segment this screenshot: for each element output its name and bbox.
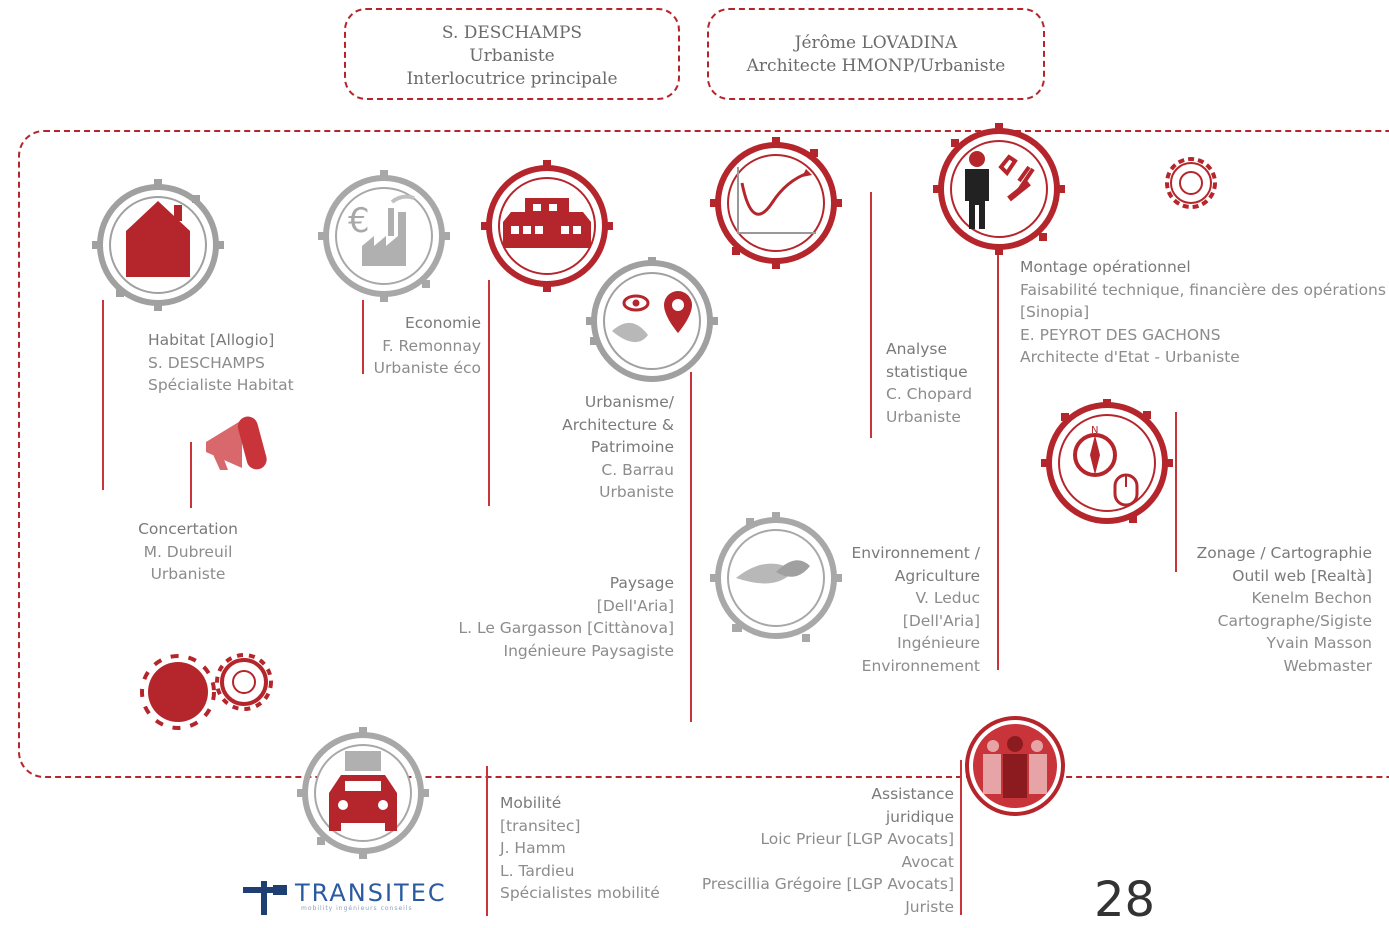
connector-line [488,280,490,506]
car-icon [297,727,429,859]
lead-name: S. DESCHAMPS [441,23,583,43]
member-analyse: Analyse statistique C. Chopard Urbaniste [886,340,973,426]
transitec-logo: TRANSITEC mobility ingénieurs conseils [243,877,488,917]
lead-note: Interlocutrice principale [406,69,618,89]
lead-box-deschamps: S. DESCHAMPS Urbaniste Interlocutrice pr… [344,8,680,100]
connector-line [960,760,962,915]
team-frame [18,130,1389,778]
lawyers-icon [965,716,1065,816]
connector-line [997,250,999,670]
gears-pair-icon [140,653,273,730]
logo-text: TRANSITEC [295,879,447,907]
lead-role: Architecte HMONP/Urbaniste [746,56,1006,76]
member-montage: Montage opérationnel Faisabilité techniq… [1020,258,1386,366]
house-icon [92,179,224,311]
member-zonage: Zonage / Cartographie Outil web [Realtà]… [1196,544,1372,675]
worker-tools-icon [933,123,1065,255]
chart-curve-icon [710,137,842,269]
gear-icon [1165,157,1217,209]
megaphone-icon [206,416,267,470]
building-icon [481,160,613,292]
member-urbanisme: Urbanisme/ Architecture & Patrimoine C. … [562,393,674,501]
logo-tagline: mobility ingénieurs conseils [301,905,413,912]
lead-box-lovadina: Jérôme LOVADINA Architecte HMONP/Urbanis… [707,8,1045,100]
connector-line [486,766,488,916]
member-habitat: Habitat [Allogio] S. DESCHAMPS Spécialis… [148,331,294,394]
connector-line [870,192,872,438]
member-mobilite: Mobilité [transitec] J. Hamm L. Tardieu … [500,794,660,902]
leaf-icon [710,512,842,642]
member-environnement: Environnement / Agriculture V. Leduc [De… [851,544,980,675]
member-paysage: Paysage [Dell'Aria] L. Le Gargasson [Cit… [458,574,674,660]
lead-name: Jérôme LOVADINA [794,33,958,53]
map-pin-eye-icon [586,257,718,382]
compass-mouse-icon: N [1041,399,1173,524]
lead-role: Urbaniste [469,46,555,66]
connector-line [190,442,192,508]
connector-line [1175,412,1177,572]
svg-text:€: € [348,201,370,241]
connector-line [690,372,692,722]
connector-line [102,300,104,490]
connector-line [362,300,364,374]
page-number: 28 [1094,872,1156,928]
member-concertation: Concertation M. Dubreuil Urbaniste [138,520,238,583]
member-economie: Economie F. Remonnay Urbaniste éco [373,314,481,377]
svg-text:N: N [1091,425,1098,436]
member-juridique: Assistance juridique Loic Prieur [LGP Av… [701,785,954,916]
factory-euro-icon: € [318,170,450,302]
